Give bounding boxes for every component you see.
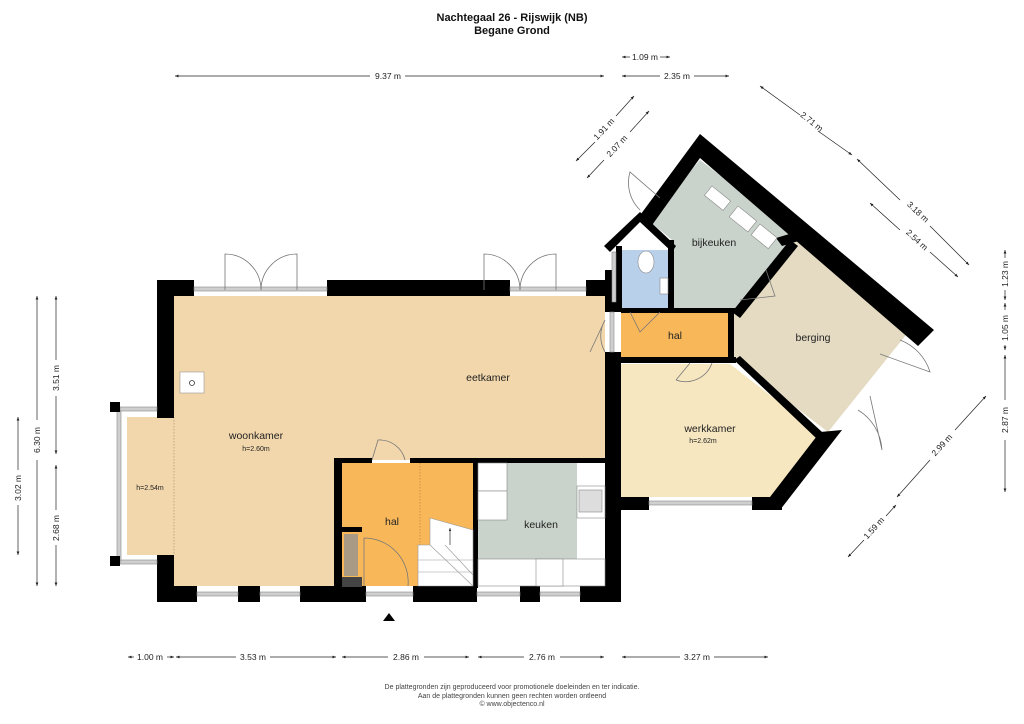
entrance-marker-icon xyxy=(383,613,395,621)
dimension-lines xyxy=(16,55,1007,659)
room-labels: woonkamer h=2.60m eetkamer h=2.54m hal k… xyxy=(136,237,830,531)
dim-diag-2: 2.07 m xyxy=(604,133,629,159)
disclaimer: De plattegronden zijn geproduceerd voor … xyxy=(0,684,1024,710)
room-label-hal-rear: hal xyxy=(668,330,682,342)
room-label-keuken: keuken xyxy=(524,519,558,531)
hal-rear-floor xyxy=(621,312,729,358)
disclaimer-line-2: Aan de plattegronden kunnen geen rechten… xyxy=(417,692,607,700)
floor-name: Begane Grond xyxy=(474,25,550,37)
dim-left-lower: 2.68 m xyxy=(51,515,61,541)
dim-right-3: 2.87 m xyxy=(1000,407,1010,433)
dim-diag-5: 2.54 m xyxy=(904,227,930,252)
copyright-link[interactable]: © www.objectenco.nl xyxy=(479,701,545,708)
dim-left-upper: 3.51 m xyxy=(51,365,61,391)
dim-bottom-5: 3.27 m xyxy=(684,652,710,662)
berging-floor xyxy=(734,240,910,432)
dim-left-total: 6.30 m xyxy=(32,427,42,453)
dim-diag-7: 1.59 m xyxy=(861,515,886,541)
walls xyxy=(157,134,934,602)
dim-top-width: 9.37 m xyxy=(375,71,401,81)
fireplace-icon xyxy=(179,371,205,394)
dim-bottom-1: 1.00 m xyxy=(137,652,163,662)
erker-floor xyxy=(127,417,174,555)
room-label-bijkeuken: bijkeuken xyxy=(692,237,737,249)
room-label-berging: berging xyxy=(795,332,830,344)
kitchen-fixtures xyxy=(477,185,778,587)
dim-diag-3: 2.71 m xyxy=(799,110,826,134)
werkkamer-floor xyxy=(621,364,820,497)
staircase xyxy=(417,517,474,587)
bijkeuken-floor xyxy=(648,160,796,308)
room-height-erker: h=2.54m xyxy=(136,485,164,492)
room-label-woonkamer: woonkamer xyxy=(228,430,284,442)
dim-diag-1: 1.91 m xyxy=(591,116,616,142)
dim-top-right: 2.35 m xyxy=(664,71,690,81)
dim-diag-4: 3.18 m xyxy=(905,199,931,224)
room-label-hal-entrance: hal xyxy=(385,516,399,528)
plan-title: Nachtegaal 26 - Rijswijk (NB) Begane Gro… xyxy=(0,12,1024,38)
address-title: Nachtegaal 26 - Rijswijk (NB) xyxy=(436,12,588,24)
dim-bottom-3: 2.86 m xyxy=(393,652,419,662)
woonkamer-eetkamer-floor xyxy=(174,296,605,586)
keuken-floor-green xyxy=(478,463,577,559)
room-height-werkkamer: h=2.62m xyxy=(689,438,717,445)
toilet-floor xyxy=(622,250,672,308)
windows xyxy=(116,251,753,597)
dim-right-1: 1.23 m xyxy=(1000,261,1010,287)
dim-right-2: 1.05 m xyxy=(1000,315,1010,341)
room-label-werkkamer: werkkamer xyxy=(683,423,736,435)
dim-bottom-2: 3.53 m xyxy=(240,652,266,662)
dim-bottom-4: 2.76 m xyxy=(529,652,555,662)
toilet-icon xyxy=(637,250,655,274)
room-height-woonkamer: h=2.60m xyxy=(242,446,270,453)
disclaimer-line-1: De plattegronden zijn geproduceerd voor … xyxy=(384,684,640,691)
dim-left-erker: 3.02 m xyxy=(13,475,23,501)
room-label-eetkamer: eetkamer xyxy=(466,372,510,384)
dim-diag-6: 2.99 m xyxy=(929,432,954,458)
doors xyxy=(224,171,931,587)
dim-top-small: 1.09 m xyxy=(632,52,658,62)
